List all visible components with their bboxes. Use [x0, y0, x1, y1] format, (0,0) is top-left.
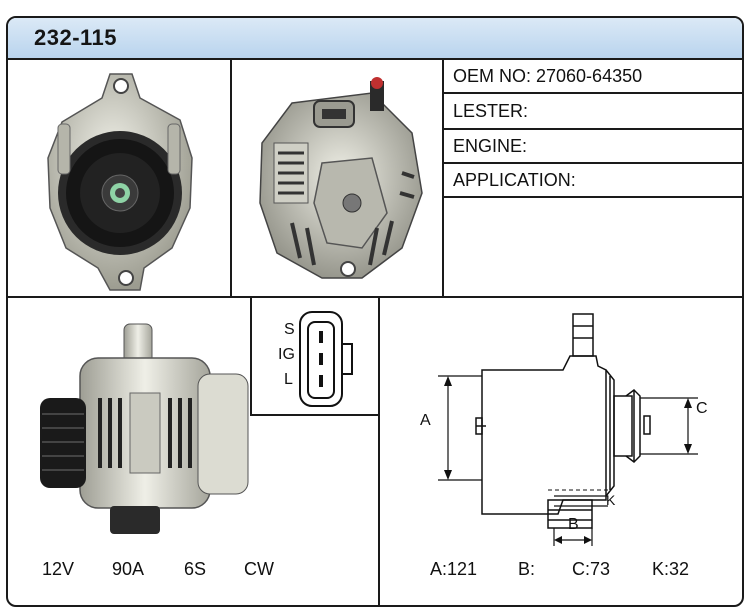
engine-label: ENGINE: — [453, 136, 528, 156]
divider — [230, 58, 232, 298]
divider — [442, 128, 742, 130]
dim-k-letter: K — [606, 492, 616, 508]
pin-l-label: L — [284, 371, 293, 388]
divider — [8, 296, 742, 298]
dimension-k-value: K:32 — [652, 559, 690, 579]
alternator-side-image — [40, 323, 249, 534]
oem-number-label: OEM NO: 27060-64350 — [453, 66, 643, 86]
divider — [378, 296, 380, 605]
divider — [442, 162, 742, 164]
header-bar: 232-115 — [8, 18, 742, 60]
amperage-spec: 90A — [112, 559, 145, 579]
divider — [250, 414, 380, 416]
dim-b-letter: B — [568, 516, 579, 533]
pin-ig-label: IG — [278, 346, 295, 363]
connector-diagram — [299, 311, 353, 407]
spec-sheet: 232-115 OEM NO: 27060-64350 LESTER: ENGI… — [6, 16, 744, 607]
application-label: APPLICATION: — [453, 170, 576, 190]
dimension-b-value: B: — [518, 559, 536, 579]
dim-a-letter: A — [420, 412, 431, 429]
divider — [442, 196, 742, 198]
voltage-spec: 12V — [42, 559, 75, 579]
dimension-a-value: A:121 — [430, 559, 478, 579]
lester-label: LESTER: — [453, 101, 529, 121]
dim-c-letter: C — [696, 400, 708, 417]
alternator-front-image — [47, 73, 193, 291]
pin-s-label: S — [284, 321, 295, 338]
divider — [250, 296, 252, 416]
divider — [442, 58, 444, 298]
pulley-spec: 6S — [184, 559, 207, 579]
alternator-rear-image — [259, 77, 423, 279]
part-number: 232-115 — [34, 25, 118, 50]
dimension-drawing — [438, 313, 698, 546]
rotation-spec: CW — [244, 559, 274, 579]
divider — [442, 92, 742, 94]
dimension-c-value: C:73 — [572, 559, 611, 579]
